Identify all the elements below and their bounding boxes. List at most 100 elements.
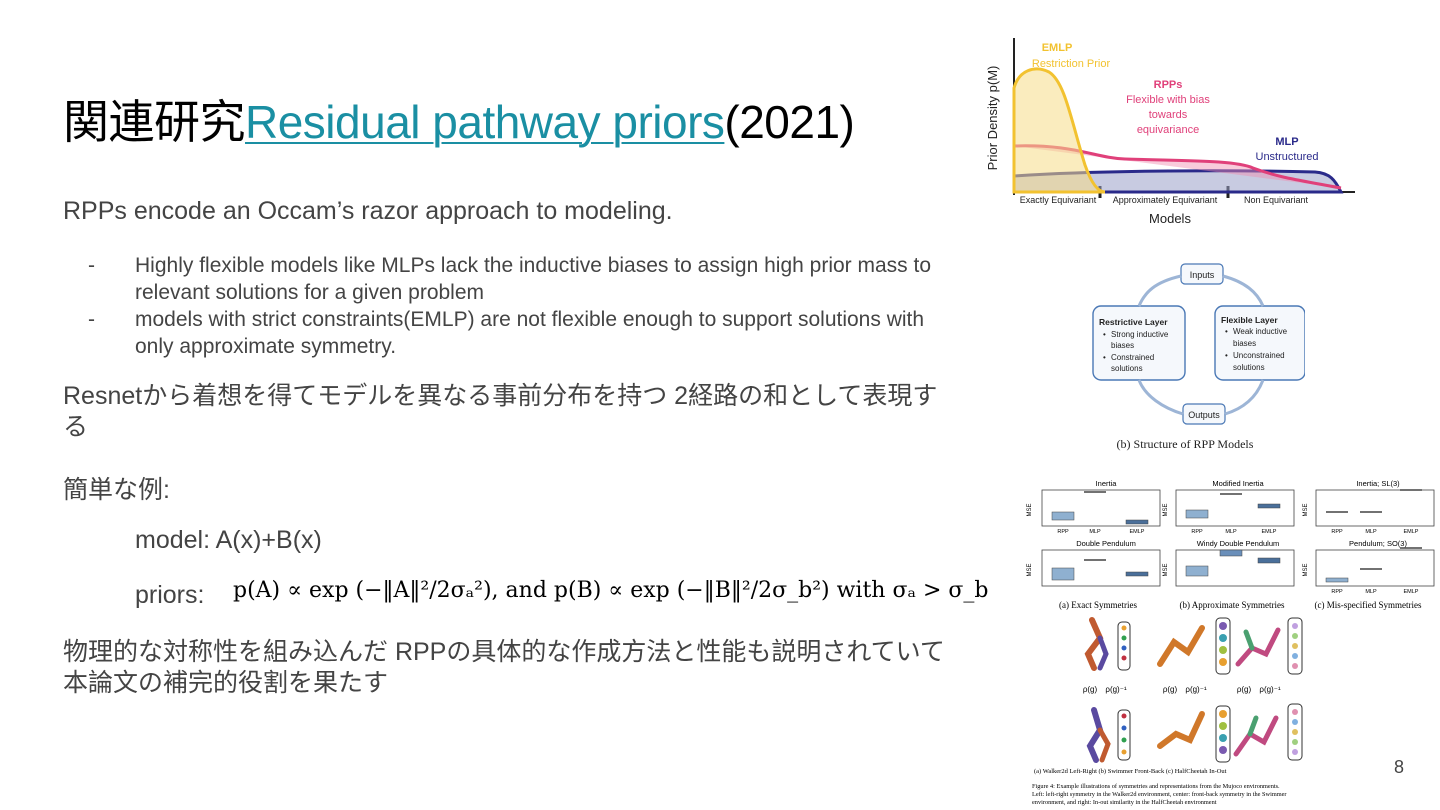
bullet-dash: - bbox=[88, 254, 95, 277]
rho-label: ρ(g)⁻¹ bbox=[1105, 685, 1127, 694]
panel-double-pendulum: Double Pendulum MSE bbox=[1027, 539, 1161, 587]
arrow-out-left bbox=[1137, 379, 1184, 416]
swimmer-bottom bbox=[1157, 705, 1231, 763]
cheetah-top bbox=[1235, 617, 1303, 675]
bullet-text: Highly flexible models like MLPs lack th… bbox=[135, 254, 932, 304]
swimmer-top bbox=[1157, 617, 1231, 675]
tick-non: Non Equivariant bbox=[1244, 195, 1309, 205]
tick-label: RPP bbox=[1057, 529, 1069, 535]
restrictive-title: Restrictive Layer bbox=[1099, 317, 1168, 327]
results-caption-b: (b) Approximate Symmetries bbox=[1180, 600, 1285, 610]
bullet-item: - Highly flexible models like MLPs lack t… bbox=[88, 252, 968, 306]
emlp-curve bbox=[1012, 67, 1106, 194]
flexible-item: biases bbox=[1233, 339, 1256, 348]
tick-label: RPP bbox=[1331, 589, 1343, 595]
panel-ylabel: MSE bbox=[1027, 563, 1033, 576]
mujoco-caption-3: environment, and right: In-out similarit… bbox=[1032, 799, 1217, 806]
rpp-detail-paragraph: 物理的な対称性を組み込んだ RPPの具体的な作成方法と性能も説明されていて本論文… bbox=[63, 638, 945, 697]
panel-title: Inertia; SL(3) bbox=[1356, 479, 1400, 488]
mujoco-caption-1: Figure 4: Example illustrations of symme… bbox=[1032, 783, 1280, 790]
rho-label: ρ(g) bbox=[1163, 685, 1178, 694]
arrow-in-right bbox=[1222, 274, 1265, 307]
restrictive-item: biases bbox=[1111, 341, 1134, 350]
rho-label: ρ(g) bbox=[1237, 685, 1252, 694]
mujoco-figure: ρ(g) ρ(g)⁻¹ ρ(g) ρ(g)⁻¹ ρ(g) ρ(g)⁻¹ (a) … bbox=[1032, 617, 1303, 806]
tick-label: RPP bbox=[1191, 529, 1203, 535]
mlp-sub: Unstructured bbox=[1256, 151, 1319, 163]
arrow-out-right bbox=[1224, 379, 1265, 416]
flexible-bullet: • bbox=[1225, 327, 1228, 336]
results-caption-a: (a) Exact Symmetries bbox=[1059, 600, 1137, 610]
structure-caption: (b) Structure of RPP Models bbox=[1117, 437, 1254, 451]
slide-title: 関連研究Residual pathway priors(2021) bbox=[63, 86, 855, 152]
flexible-title: Flexible Layer bbox=[1221, 315, 1278, 325]
intro-text: RPPs encode an Occam’s razor approach to… bbox=[63, 197, 673, 225]
panel-pendulum-so3: Pendulum; SO(3) MSE RPP MLP EMLP bbox=[1303, 539, 1435, 595]
flexible-bullet: • bbox=[1225, 351, 1228, 360]
inputs-box bbox=[1180, 263, 1224, 285]
title-prefix: 関連研究 bbox=[63, 96, 246, 148]
restrictive-item: solutions bbox=[1111, 364, 1143, 373]
panel-title: Pendulum; SO(3) bbox=[1349, 539, 1407, 548]
tick-label: MLP bbox=[1365, 589, 1377, 595]
flexible-layer-box bbox=[1214, 305, 1305, 381]
cheetah-bottom bbox=[1233, 703, 1303, 761]
flexible-item: solutions bbox=[1233, 363, 1265, 372]
panel-modified-inertia: Modified Inertia MSE RPP MLP EMLP bbox=[1163, 479, 1295, 535]
example-label: 簡単な例: bbox=[63, 476, 170, 504]
panel-ylabel: MSE bbox=[1303, 503, 1309, 516]
walker-top bbox=[1084, 617, 1131, 671]
tick-label: EMLP bbox=[1404, 529, 1419, 535]
panel-title: Windy Double Pendulum bbox=[1197, 539, 1280, 548]
inputs-label: Inputs bbox=[1190, 270, 1215, 280]
rpp-summary-paragraph: Resnetから着想を得てモデルを異なる事前分布を持つ 2経路の和として表現する bbox=[63, 382, 938, 441]
results-figure: Inertia MSE RPP MLP EMLP Modified Inerti… bbox=[1027, 479, 1435, 610]
walker-bottom bbox=[1086, 707, 1131, 763]
panel-ylabel: MSE bbox=[1303, 563, 1309, 576]
restrictive-item: Constrained bbox=[1111, 353, 1154, 362]
panel-title: Double Pendulum bbox=[1076, 539, 1136, 548]
mujoco-subcaptions: (a) Walker2d Left-Right (b) Swimmer Fron… bbox=[1034, 768, 1227, 775]
priors-label: priors: bbox=[135, 581, 205, 609]
prior-density-figure: Prior Density p(M) EMLP Restriction Prio… bbox=[985, 38, 1355, 226]
bullet-item: - models with strict constraints(EMLP) ar… bbox=[88, 306, 968, 360]
flexible-item: Unconstrained bbox=[1233, 351, 1285, 360]
results-caption-c: (c) Mis-specified Symmetries bbox=[1315, 600, 1422, 610]
tick-approx: Approximately Equivariant bbox=[1113, 195, 1218, 205]
panel-windy-double-pendulum: Windy Double Pendulum MSE bbox=[1163, 539, 1295, 587]
rpp-sub1: Flexible with bias bbox=[1126, 94, 1210, 106]
arrow-in-left bbox=[1137, 274, 1182, 307]
bullet-list: - Highly flexible models like MLPs lack t… bbox=[88, 252, 968, 360]
tick-label: EMLP bbox=[1130, 529, 1145, 535]
prior-formula: p(A) ∝ exp (−‖A‖²/2σₐ²), and p(B) ∝ exp … bbox=[233, 578, 989, 603]
rpp-title: RPPs bbox=[1154, 79, 1183, 91]
title-year: (2021) bbox=[724, 96, 855, 148]
tick-exact: Exactly Equivariant bbox=[1020, 195, 1097, 205]
emlp-sub: Restriction Prior bbox=[1032, 58, 1111, 70]
panel-inertia: Inertia MSE RPP MLP EMLP bbox=[1027, 479, 1161, 535]
tick-label: EMLP bbox=[1262, 529, 1277, 535]
outputs-label: Outputs bbox=[1188, 410, 1220, 420]
restrictive-bullet: • bbox=[1103, 353, 1106, 362]
mlp-title: MLP bbox=[1275, 136, 1298, 148]
rpp-structure-figure: Inputs Restrictive Layer • Strong induct… bbox=[1092, 263, 1305, 451]
tick-label: MLP bbox=[1365, 529, 1377, 535]
emlp-title: EMLP bbox=[1042, 42, 1073, 54]
restrictive-item: Strong inductive bbox=[1111, 330, 1169, 339]
tick-label: MLP bbox=[1225, 529, 1237, 535]
bullet-dash: - bbox=[88, 308, 95, 331]
bullet-text: models with strict constraints(EMLP) are… bbox=[135, 308, 925, 358]
rpp-sub2: towards bbox=[1149, 109, 1188, 121]
model-line: model: A(x)+B(x) bbox=[135, 526, 322, 554]
mujoco-caption-2: Left: left-right symmetry in the Walker2… bbox=[1032, 791, 1287, 798]
panel-inertia-sl3: Inertia; SL(3) MSE RPP MLP EMLP bbox=[1303, 479, 1435, 535]
tick-label: RPP bbox=[1331, 529, 1343, 535]
panel-ylabel: MSE bbox=[1163, 563, 1169, 576]
panel-ylabel: MSE bbox=[1163, 503, 1169, 516]
prior-xlabel: Models bbox=[1149, 211, 1191, 226]
rho-labels: ρ(g) ρ(g)⁻¹ ρ(g) ρ(g)⁻¹ ρ(g) ρ(g)⁻¹ bbox=[1083, 685, 1281, 694]
rho-label: ρ(g)⁻¹ bbox=[1259, 685, 1281, 694]
panel-ylabel: MSE bbox=[1027, 503, 1033, 516]
panel-title: Modified Inertia bbox=[1212, 479, 1264, 488]
paper-link[interactable]: Residual pathway priors bbox=[245, 96, 725, 148]
